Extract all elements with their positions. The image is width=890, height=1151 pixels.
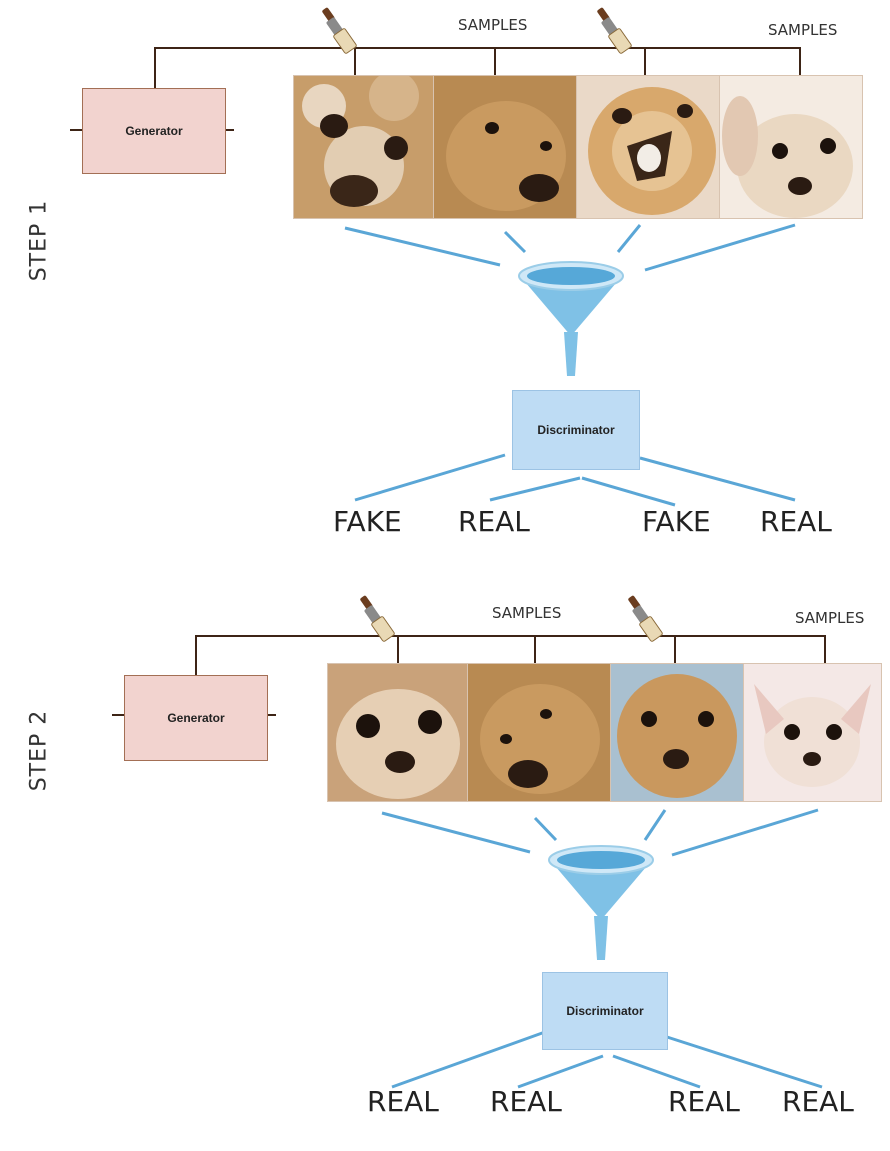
step-2-connectors bbox=[112, 635, 826, 1089]
funnel-icon bbox=[548, 845, 654, 960]
dog-face-image bbox=[577, 76, 720, 218]
generator-box: Generator bbox=[82, 88, 226, 174]
funnel-icon bbox=[518, 261, 624, 376]
samples-label: SAMPLES bbox=[768, 21, 838, 39]
output-label: FAKE bbox=[333, 505, 402, 538]
dog-face-image bbox=[468, 664, 611, 801]
dog-face-image bbox=[744, 664, 881, 801]
dog-face-image bbox=[434, 76, 577, 218]
step-1-connectors bbox=[70, 47, 801, 507]
output-label: REAL bbox=[760, 505, 832, 538]
sample-image-real bbox=[327, 663, 469, 802]
dog-face-image bbox=[720, 76, 862, 218]
step-label: STEP 1 bbox=[26, 199, 52, 282]
samples-label: SAMPLES bbox=[795, 609, 865, 627]
dog-face-image bbox=[611, 664, 744, 801]
sample-image-real bbox=[743, 663, 882, 802]
paintbrush-icon bbox=[322, 7, 357, 54]
output-label: REAL bbox=[367, 1085, 439, 1118]
output-label: REAL bbox=[458, 505, 530, 538]
samples-label: SAMPLES bbox=[458, 16, 528, 34]
sample-image-fake bbox=[576, 75, 721, 219]
sample-image-real bbox=[433, 75, 578, 219]
sample-image-real bbox=[719, 75, 863, 219]
paintbrush-icon bbox=[360, 595, 395, 642]
dog-face-image bbox=[294, 76, 434, 218]
samples-label: SAMPLES bbox=[492, 604, 562, 622]
dog-face-image bbox=[328, 664, 468, 801]
sample-image-real bbox=[467, 663, 612, 802]
step-1-panel: STEP 1 Generator SAMPLES SAMPLES bbox=[0, 0, 890, 560]
step-2-panel: STEP 2 Generator SAMPLES SAMPLES bbox=[0, 590, 890, 1150]
sample-image-fake bbox=[293, 75, 435, 219]
output-label: REAL bbox=[490, 1085, 562, 1118]
paintbrush-icon bbox=[628, 595, 663, 642]
discriminator-box: Discriminator bbox=[542, 972, 668, 1050]
paintbrush-icon bbox=[597, 7, 632, 54]
sample-image-real bbox=[610, 663, 745, 802]
output-label: REAL bbox=[782, 1085, 854, 1118]
output-label: FAKE bbox=[642, 505, 711, 538]
output-label: REAL bbox=[668, 1085, 740, 1118]
discriminator-box: Discriminator bbox=[512, 390, 640, 470]
generator-box: Generator bbox=[124, 675, 268, 761]
step-label: STEP 2 bbox=[26, 709, 52, 792]
